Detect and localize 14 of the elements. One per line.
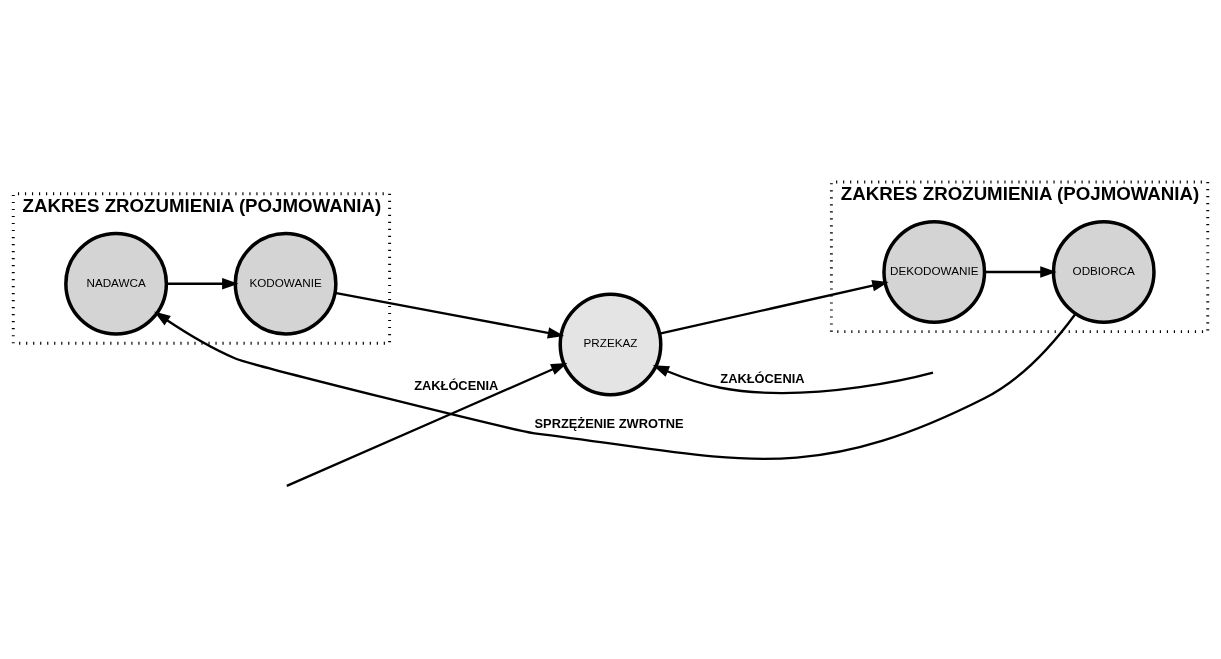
edge-label: ZAKŁÓCENIA: [414, 377, 499, 393]
arrow: [154, 311, 1077, 460]
arrow: [286, 362, 568, 487]
arrow: [659, 280, 889, 335]
edge-label: SPRZĘŻENIE ZWROTNE: [534, 416, 684, 432]
arrow: [334, 291, 565, 339]
node-circle: KODOWANIE: [233, 231, 338, 336]
node-circle: DEKODOWANIE: [882, 220, 987, 325]
arrow: [984, 266, 1057, 278]
arrow: [166, 277, 239, 290]
arrow: [652, 365, 934, 395]
edge-label: ZAKŁÓCENIA: [720, 370, 805, 386]
node-circle: ODBIORCA: [1051, 220, 1156, 325]
node-circle: PRZEKAZ: [558, 292, 663, 397]
